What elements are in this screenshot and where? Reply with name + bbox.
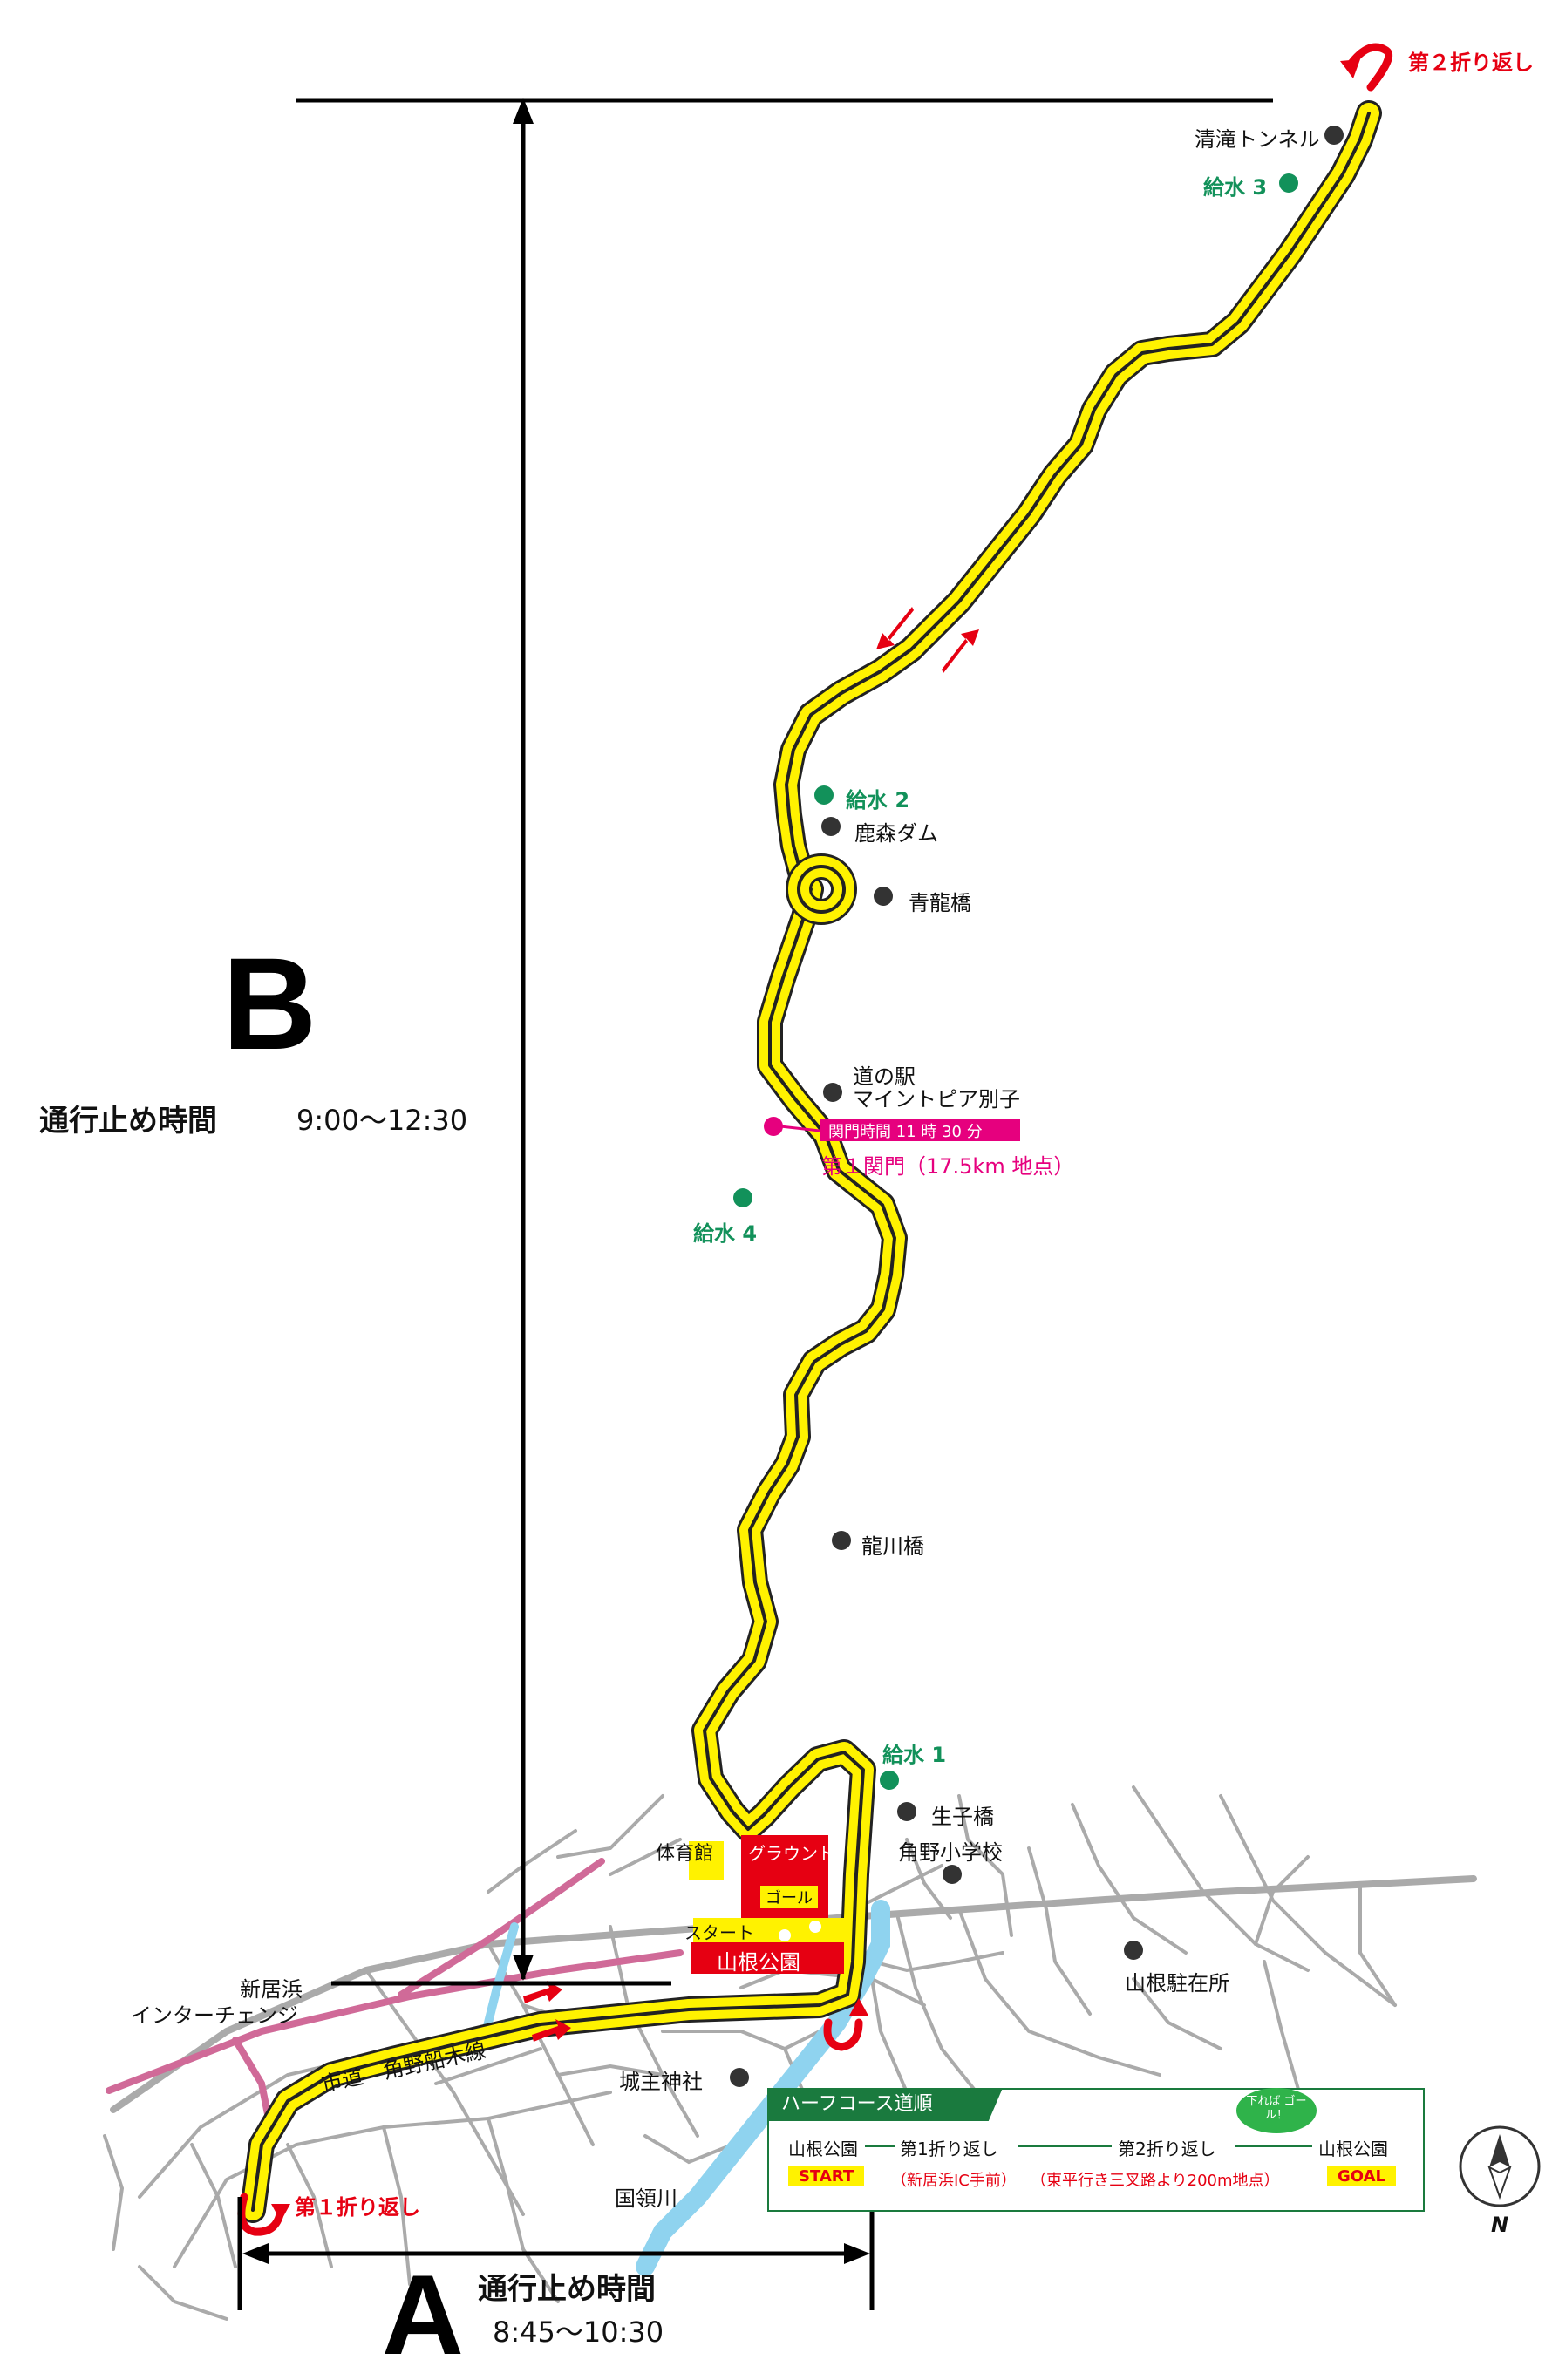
label-yamane-office: 山根駐在所: [1125, 1971, 1229, 1996]
label-ic-1: 新居浜: [240, 1977, 303, 2002]
label-river: 国領川: [615, 2186, 677, 2211]
label-ic-2: インターチェンジ: [131, 2003, 298, 2028]
route-centerline: [251, 112, 1371, 2212]
downhill-goal-bubble: 下れば ゴール！: [1236, 2088, 1317, 2133]
water-1-label: 給水 1: [882, 1743, 947, 1767]
ground-label: グラウンド: [748, 1843, 835, 1864]
legend-goal-tag: GOAL: [1327, 2166, 1396, 2186]
legend-note-2: （東平行き三叉路より200m地点）: [1031, 2172, 1280, 2190]
section-b-time: 9:00〜12:30: [296, 1104, 468, 1137]
label-tunnel: 清滝トンネル: [1195, 127, 1320, 152]
label-seiryu-bridge: 青龍橋: [909, 891, 971, 915]
compass-letter: N: [1491, 2213, 1509, 2237]
b-arrow-bottom: [513, 1955, 534, 1981]
water-3-label: 給水 3: [1203, 175, 1268, 200]
arrowhead-g: [849, 1998, 868, 2016]
arrowhead-2: [1340, 59, 1360, 78]
goal-label: ゴール: [760, 1886, 818, 1908]
second-turnaround-label: 第２折り返し: [1408, 51, 1534, 75]
checkpoint-time-label: 関門時間 11 時 30 分: [828, 1123, 983, 1141]
b-arrow-top: [513, 98, 534, 124]
section-a-label: 通行止め時間: [478, 2272, 656, 2307]
a-arrow-right: [844, 2243, 870, 2264]
legend-step-1: 山根公園: [788, 2139, 858, 2159]
label-michinoeki-2: マイントピア別子: [853, 1087, 1020, 1112]
arrow-left-icon: [523, 1981, 562, 2003]
legend-start-tag: START: [788, 2166, 865, 2186]
a-arrow-left: [242, 2243, 269, 2264]
direction-arrows: [523, 607, 979, 2042]
second-turnaround-icon: [1345, 43, 1393, 92]
park-name-label: 山根公園: [717, 1950, 800, 1975]
water-dots: [733, 173, 1298, 1790]
label-ikuko-bridge: 生子橋: [931, 1805, 994, 1829]
section-a-time: 8:45〜10:30: [493, 2315, 664, 2349]
label-dam: 鹿森ダム: [854, 821, 938, 846]
gym-label: 体育館: [656, 1843, 714, 1865]
landmark-dots: [730, 126, 1344, 2087]
section-b-label: 通行止め時間: [39, 1104, 217, 1139]
label-shrine: 城主神社: [619, 2070, 703, 2094]
arrowhead-1: [271, 2204, 290, 2221]
arrow-down-icon: [876, 607, 914, 649]
section-lines: [237, 98, 1273, 2310]
legend-note-1: （新居浜IC手前）: [891, 2172, 1017, 2190]
arrow-right-icon: [532, 2019, 571, 2042]
goal-turn-icon: [823, 2018, 863, 2051]
legend-step-4: 山根公園: [1318, 2139, 1388, 2159]
label-ryusen-bridge: 龍川橋: [861, 1534, 924, 1559]
checkpoint-name-label: 第１関門（17.5km 地点）: [821, 1154, 1075, 1179]
section-b-letter: B: [222, 930, 317, 1077]
start-label: スタート: [684, 1922, 754, 1943]
water-4-label: 給水 4: [693, 1221, 758, 1246]
label-michinoeki-1: 道の駅: [853, 1064, 916, 1089]
first-turnaround-label: 第１折り返し: [295, 2195, 420, 2220]
river-branch: [480, 1922, 519, 2044]
seiryu-loop: [786, 853, 857, 925]
section-a-letter: A: [382, 2251, 464, 2378]
course-legend: ハーフコース道順 山根公園 第1折り返し 第2折り返し 山根公園 START （…: [767, 2088, 1425, 2212]
compass-icon: [1459, 2125, 1541, 2207]
legend-step-2: 第1折り返し: [900, 2139, 998, 2159]
street-network: [103, 1785, 1477, 2321]
arrow-up-icon: [942, 629, 979, 673]
water-2-label: 給水 2: [846, 788, 910, 813]
legend-title: ハーフコース道順: [767, 2088, 1003, 2121]
label-school: 角野小学校: [898, 1840, 1003, 1865]
legend-step-3: 第2折り返し: [1118, 2139, 1216, 2159]
checkpoint-marker: [764, 1117, 1020, 1141]
